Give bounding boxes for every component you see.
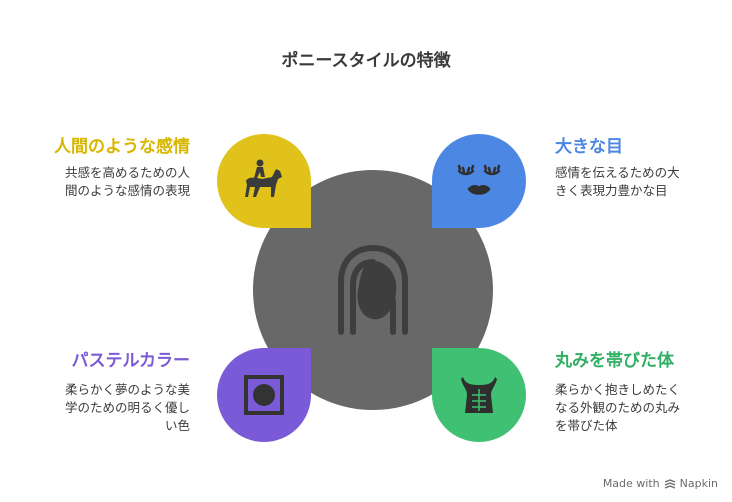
napkin-watermark[interactable]: Made with Napkin xyxy=(603,477,718,490)
heading-round-body: 丸みを帯びた体 xyxy=(555,351,674,371)
petal-eyes xyxy=(432,134,526,228)
petal-round-body xyxy=(432,348,526,442)
desc-big-eyes: 感情を伝えるための大 きく表現力豊かな目 xyxy=(555,164,715,200)
petal-pastel xyxy=(217,348,311,442)
horse-rider-icon xyxy=(245,159,282,197)
desc-emotions: 共感を高めるための人 間のような感情の表現 xyxy=(20,164,190,200)
desc-line: を帯びた体 xyxy=(555,418,618,433)
hair-head-icon xyxy=(338,245,408,335)
desc-line: きく表現力豊かな目 xyxy=(555,183,668,198)
heading-emotions: 人間のような感情 xyxy=(54,137,190,157)
desc-line: 間のような感情の表現 xyxy=(64,183,190,198)
body-torso-icon xyxy=(461,377,497,413)
desc-line: 柔らかく夢のような美 xyxy=(64,382,190,397)
desc-line: 感情を伝えるための大 xyxy=(555,165,680,180)
napkin-logo-icon xyxy=(664,478,675,489)
watermark-prefix: Made with xyxy=(602,477,660,490)
desc-round-body: 柔らかく抱きしめたく なる外観のための丸み を帯びた体 xyxy=(555,381,715,435)
diagram-title: ポニースタイルの特徴 xyxy=(281,51,451,71)
petal-emotions xyxy=(217,134,311,228)
color-swatch-icon xyxy=(244,375,284,415)
desc-line: 学のための明るく優し xyxy=(64,400,190,415)
desc-line: なる外観のための丸み xyxy=(555,400,681,415)
watermark-brand: Napkin xyxy=(679,477,718,490)
desc-line: 柔らかく抱きしめたく xyxy=(555,382,681,397)
face-eyes-lips-icon xyxy=(457,164,501,195)
desc-line: い色 xyxy=(164,418,190,433)
desc-pastel: 柔らかく夢のような美 学のための明るく優し い色 xyxy=(20,381,190,435)
heading-big-eyes: 大きな目 xyxy=(555,137,623,157)
desc-line: 共感を高めるための人 xyxy=(64,165,190,180)
heading-pastel: パステルカラー xyxy=(71,351,191,371)
